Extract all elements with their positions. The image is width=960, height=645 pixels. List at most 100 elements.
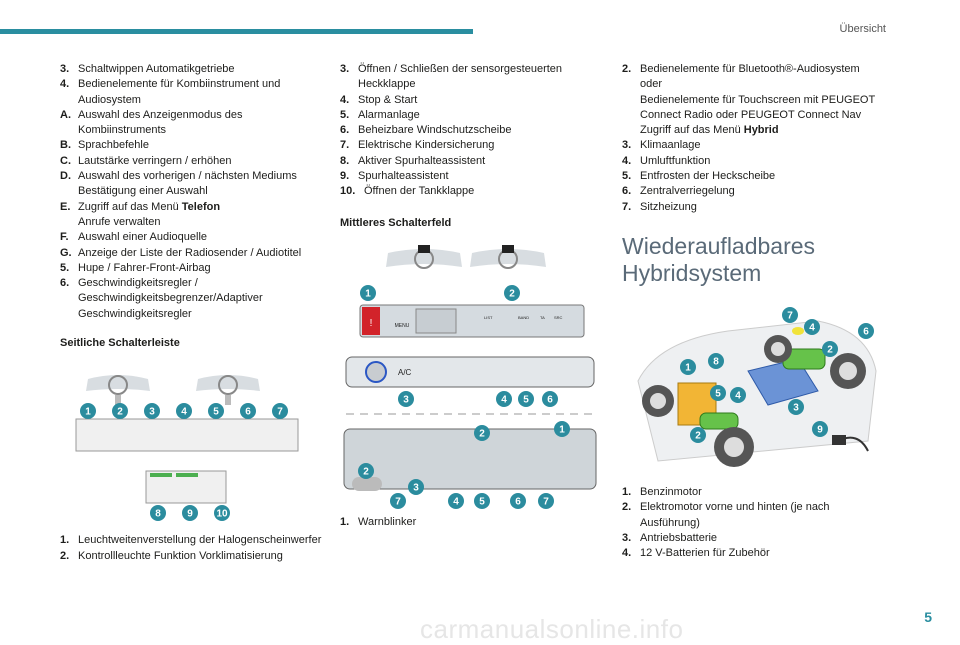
callout-badge (448, 492, 464, 509)
list-item: 4. Bedienelemente für Kombiinstrument und… (60, 77, 322, 108)
item-number: 6. (340, 124, 350, 137)
callout-number: 8 (713, 356, 719, 367)
callout-badge (408, 478, 424, 495)
callout-badge (858, 322, 874, 339)
item-number: 4. (622, 154, 632, 167)
callout-number: 4 (181, 407, 187, 418)
item-text: Sprachbefehle (78, 139, 149, 152)
item-number: 2. (60, 549, 70, 562)
item-number: 10. (340, 185, 356, 198)
climate-panel: A/C (345, 356, 595, 388)
charging-cable-icon (832, 434, 869, 452)
callout-number: 7 (787, 310, 793, 321)
callout-badge (690, 426, 706, 443)
item-number: 4. (60, 78, 70, 91)
callout-badge (518, 390, 534, 407)
item-number: 2. (622, 501, 632, 514)
item-number: 5. (622, 170, 632, 183)
list-item: 3. Antriebsbatterie (622, 531, 890, 546)
touch-panel (343, 428, 597, 491)
callout-badge (538, 492, 554, 509)
list-item: 4. Umluftfunktion (622, 154, 890, 169)
callout-number: 3 (793, 402, 799, 413)
list-item: 9.Spurhalteassistent (340, 169, 602, 184)
item-text: Umluftfunktion (640, 154, 711, 167)
src-label: SRC (554, 315, 563, 320)
callout-number: 4 (809, 322, 815, 333)
callout-badge (822, 340, 838, 357)
ac-label: A/C (398, 368, 412, 377)
callout-badge (812, 420, 828, 437)
list-item: 1.Warnblinker (340, 515, 602, 530)
item-text: Klimaanlage (640, 139, 701, 152)
callout-number: 4 (501, 394, 507, 405)
callout-number: 9 (187, 509, 193, 520)
list-item: 3.Schaltwippen Automatikgetriebe (60, 62, 322, 77)
callout-badge (390, 492, 406, 509)
item-number: 5. (340, 108, 350, 121)
callout-number: 1 (85, 407, 91, 418)
list-item: 4.Stop & Start (340, 93, 602, 108)
callout-badge (788, 398, 804, 415)
callout-badge (240, 403, 256, 420)
ta-label: TA (540, 315, 545, 320)
item-number: 5. (60, 261, 70, 274)
item-text: Alarmanlage (358, 108, 420, 121)
column-right: 2.Bedienelemente für Bluetooth®-Audiosys… (622, 62, 890, 561)
callout-number: 9 (817, 424, 823, 435)
callout-badge (398, 390, 414, 407)
item-text: Leuchtweitenverstellung der Halogenschei… (78, 534, 322, 547)
item-number: 3. (60, 63, 70, 75)
item-number: 1. (60, 534, 70, 547)
list-item: 7. Elektrische Kindersicherung (340, 138, 602, 153)
steering-wheel-icon (86, 375, 260, 406)
item-text: Bedienelemente für Kombiinstrument und A… (78, 78, 281, 106)
item-text: 12 V-Batterien für Zubehör (640, 547, 770, 560)
radio-panel: ! MENU LIST BAND TA SRC (359, 304, 585, 338)
list-item: 10.Öffnen der Tankklappe (340, 184, 602, 199)
item-text: Elektrische Kindersicherung (358, 139, 495, 152)
item-text: Benzinmotor (640, 485, 702, 498)
callout-badge (182, 505, 198, 522)
item-text: Anzeige der Liste der Radiosender / Audi… (78, 246, 302, 259)
item-text: Antriebsbatterie (640, 531, 718, 544)
callout-number: 1 (685, 362, 691, 373)
list-item: D.Auswahl des vorherigen / nächsten Medi… (60, 169, 322, 200)
callout-badge (144, 403, 160, 420)
callout-badge (730, 386, 746, 403)
callout-number: 7 (277, 407, 283, 418)
callout-badge (554, 420, 570, 437)
callout-number: 2 (117, 407, 123, 418)
list-item: A.Auswahl des Anzeigenmodus des Kombiins… (60, 108, 322, 139)
callout-badge (510, 492, 526, 509)
callout-number: 1 (365, 288, 371, 299)
item-number: 7. (340, 139, 350, 152)
item-number: F. (60, 231, 69, 244)
item-number: C. (60, 154, 71, 167)
item-text: Auswahl des vorherigen / nächsten Medium… (78, 170, 297, 198)
battery-pack-icon (747, 358, 819, 406)
list-item: 4.12 V-Batterien für Zubehör (622, 546, 890, 561)
header-accent-bar (0, 29, 473, 34)
item-text: Warnblinker (358, 515, 417, 528)
callout-badge (112, 403, 128, 420)
item-text: Aktiver Spurhalteassistent (358, 154, 486, 167)
item-number: 3. (622, 531, 632, 544)
callout-number: 3 (149, 407, 155, 418)
callout-number: 4 (453, 496, 459, 507)
list-label: LIST (484, 315, 493, 320)
list-item: 5. Alarmanlage (340, 108, 602, 123)
callout-badge (272, 403, 288, 420)
list-item: 6. Beheizbare Windschutzscheibe (340, 123, 602, 138)
item-text: Beheizbare Windschutzscheibe (358, 124, 512, 137)
list-item: 8.Aktiver Spurhalteassistent (340, 154, 602, 169)
section-title: Übersicht (839, 23, 886, 35)
callout-badge (782, 306, 798, 323)
callout-number: 2 (363, 466, 369, 477)
electric-motor-icon (699, 348, 826, 430)
